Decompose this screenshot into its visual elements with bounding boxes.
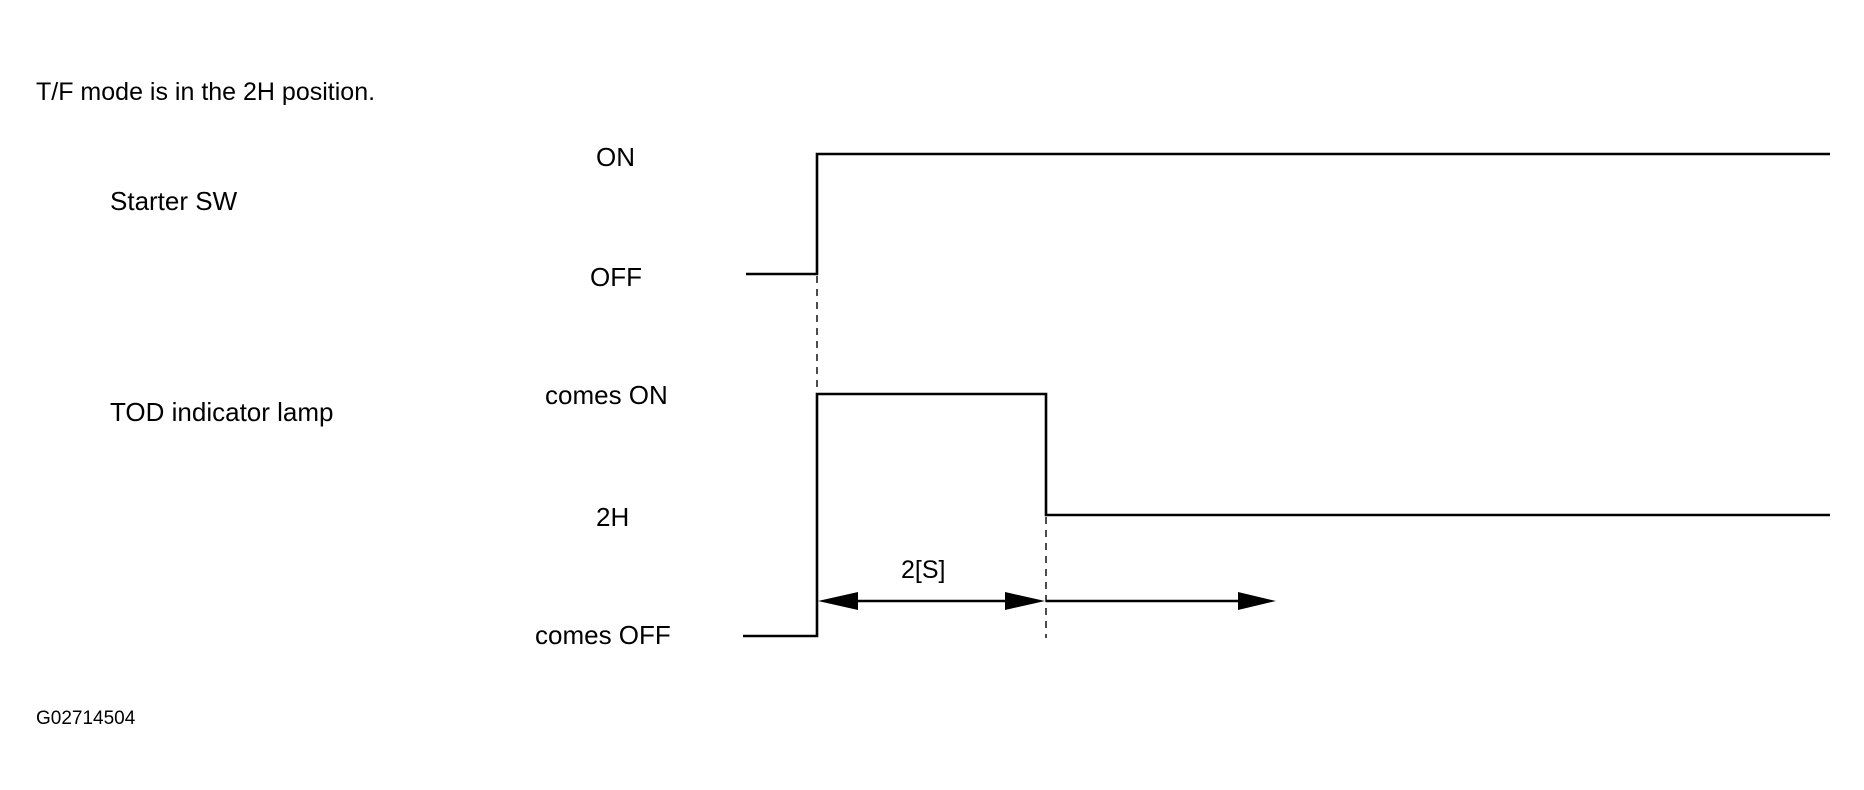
tod-lamp-waveform xyxy=(743,392,1830,638)
signal-label-tod-indicator-lamp: TOD indicator lamp xyxy=(110,397,334,427)
level-label-lamp-comes-on: comes ON xyxy=(545,380,668,410)
figure-id: G02714504 xyxy=(36,708,136,729)
level-label-lamp-2h: 2H xyxy=(596,502,630,532)
signal-label-starter-sw: Starter SW xyxy=(110,186,238,216)
duration-label: 2[S] xyxy=(901,556,946,584)
diagram-caption: T/F mode is in the 2H position. xyxy=(36,78,376,106)
level-label-starter-on: ON xyxy=(596,142,635,172)
starter-sw-waveform xyxy=(746,152,1830,276)
level-label-starter-off: OFF xyxy=(590,262,642,292)
level-label-lamp-comes-off: comes OFF xyxy=(535,620,671,650)
duration-arrow-right-icon xyxy=(1005,592,1045,610)
duration-arrow-left-icon xyxy=(818,592,858,610)
continuation-arrow-icon xyxy=(1238,592,1276,610)
